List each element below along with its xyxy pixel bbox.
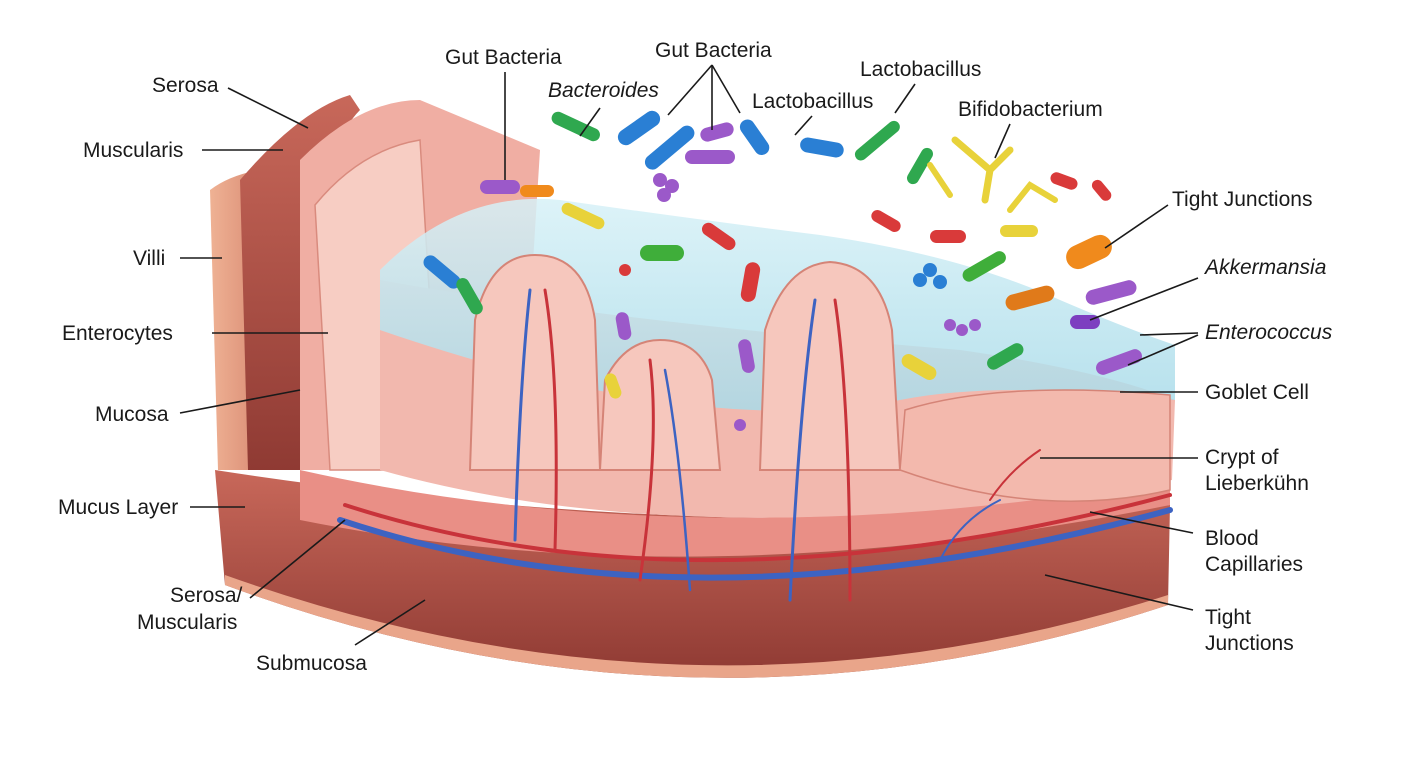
bacterium [604, 373, 622, 399]
bacterium [701, 222, 736, 251]
label-enterococcus: Enterococcus [1205, 321, 1333, 344]
coccus [913, 273, 927, 287]
villus [758, 260, 902, 471]
label-serosa-muscularis-line2: Muscularis [137, 611, 237, 634]
bacterium [644, 125, 695, 170]
bacterium [617, 110, 661, 146]
bacteria-cloud [423, 110, 1142, 431]
vein [939, 499, 1001, 561]
bacterium [700, 122, 734, 142]
artery [638, 358, 655, 582]
artery [543, 288, 558, 552]
bifidobacterium-cell [951, 136, 1014, 204]
bacterium [561, 202, 605, 230]
leader-lines [179, 64, 1199, 646]
bacterium [739, 119, 770, 156]
label-goblet-cell: Goblet Cell [1205, 381, 1309, 404]
coccus [933, 275, 947, 289]
label-bacteroides: Bacteroides [548, 79, 659, 102]
mucosa-band [300, 470, 1170, 557]
label-mucosa: Mucosa [95, 403, 169, 426]
bacterium [907, 147, 933, 185]
vein [788, 298, 817, 602]
label-crypt-line2: Lieberkühn [1205, 472, 1309, 495]
bacterium [740, 262, 761, 302]
bacterium [1050, 172, 1078, 190]
bacterium [1096, 349, 1142, 375]
serosa-band-bottom [225, 575, 1168, 678]
coccus [619, 264, 631, 276]
label-tight-junctions-top: Tight Junctions [1172, 188, 1312, 211]
label-crypt-line1: Crypt of [1205, 446, 1279, 469]
bacterium [685, 150, 735, 164]
coccus [956, 324, 968, 336]
bacterium [987, 343, 1024, 370]
bacterium [930, 230, 966, 243]
bacterium [962, 251, 1006, 282]
labels: Serosa Muscularis Villi Enterocytes Muco… [58, 39, 1333, 675]
label-blood-capillaries-line2: Capillaries [1205, 553, 1303, 576]
bacterium [1000, 225, 1038, 237]
villi-group [468, 253, 1171, 502]
label-gut-bacteria-left: Gut Bacteria [445, 46, 562, 69]
bacterium [456, 278, 483, 315]
bacterium [800, 137, 844, 158]
label-serosa-muscularis-line1: Serosa/ [170, 584, 243, 607]
bifidobacterium-cell [1007, 181, 1058, 213]
coccus [734, 419, 746, 431]
vein [513, 288, 532, 542]
coccus [653, 173, 667, 187]
crypt-region [899, 389, 1171, 502]
coccus [944, 319, 956, 331]
bacterium [854, 120, 900, 161]
bacterium [640, 245, 684, 261]
coccus [665, 179, 679, 193]
bifidobacterium-cell [927, 162, 953, 198]
label-serosa: Serosa [152, 74, 219, 97]
label-lactobacillus-mid: Lactobacillus [752, 90, 873, 113]
bacterium [520, 185, 554, 197]
bacterium [738, 339, 755, 373]
label-villi: Villi [133, 247, 165, 270]
villus [468, 253, 602, 471]
bacterium [871, 210, 901, 232]
label-enterocytes: Enterocytes [62, 322, 173, 345]
artery [833, 298, 852, 602]
label-muscularis: Muscularis [83, 139, 183, 162]
villus [598, 338, 722, 471]
coccus [923, 263, 937, 277]
bacterium [901, 354, 937, 380]
label-blood-capillaries-line1: Blood [1205, 527, 1259, 550]
label-lactobacillus-top: Lactobacillus [860, 58, 981, 81]
bacterium [551, 111, 600, 142]
artery [989, 449, 1041, 501]
bacterium [1085, 280, 1137, 305]
coccus [969, 319, 981, 331]
label-gut-bacteria-center: Gut Bacteria [655, 39, 772, 62]
bacterium [1005, 285, 1055, 311]
label-akkermansia: Akkermansia [1203, 256, 1326, 279]
artery [343, 493, 1172, 563]
vein [663, 368, 692, 592]
label-bifidobacterium: Bifidobacterium [958, 98, 1103, 121]
tissue-block [210, 95, 1175, 678]
blood-capillaries [337, 288, 1173, 602]
label-mucus-layer: Mucus Layer [58, 496, 178, 519]
bacterium [1066, 234, 1112, 270]
label-tight-junctions-bottom-line1: Tight [1205, 606, 1251, 629]
coccus [657, 188, 671, 202]
label-submucosa: Submucosa [256, 652, 367, 675]
bacterium [423, 255, 461, 289]
bacterium [615, 312, 632, 340]
bacterium [1091, 179, 1112, 201]
vein [337, 507, 1173, 581]
label-tight-junctions-bottom-line2: Junctions [1205, 632, 1294, 655]
bacterium [480, 180, 520, 194]
